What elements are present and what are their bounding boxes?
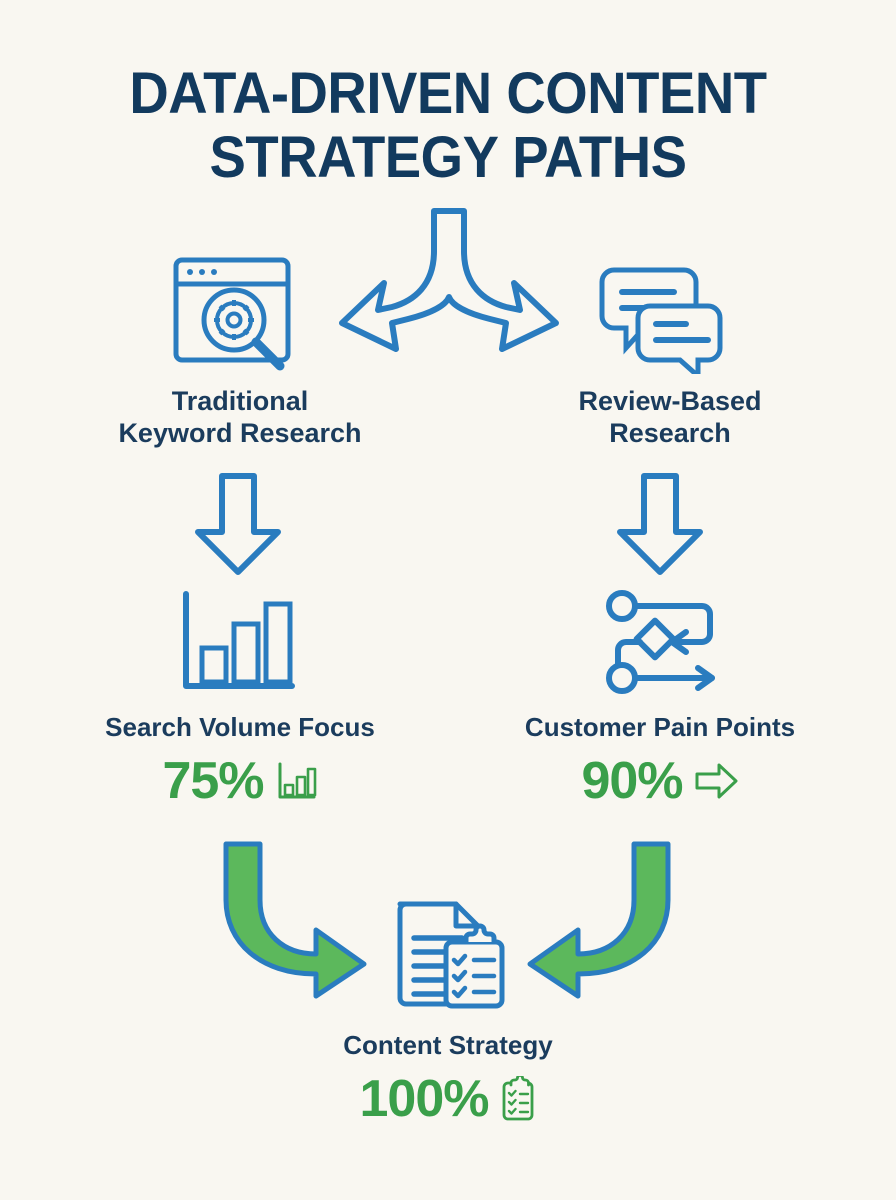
speech-bubbles-icon	[596, 258, 726, 374]
branching-split-arrow-icon: Y-shaped arrow splitting into left and r…	[334, 205, 564, 370]
branch-label-line-1: Traditional	[171, 386, 309, 416]
branch-label-traditional-keyword-research: Traditional Keyword Research	[60, 386, 420, 450]
browser-search-gear-icon	[168, 252, 304, 374]
stat-percent-value: 90%	[581, 751, 683, 810]
flowchart-icon	[600, 590, 722, 694]
outcome-percent-value: 100%	[359, 1069, 490, 1128]
page-title: DATA-DRIVEN CONTENT STRATEGY PATHS	[0, 62, 896, 190]
title-line-1: DATA-DRIVEN CONTENT	[129, 61, 767, 126]
stat-block-customer-pain-points: Customer Pain Points 90%	[460, 712, 860, 807]
curved-arrow-down-left	[524, 838, 696, 1000]
document-clipboard-checklist-icon	[388, 894, 510, 1012]
branch-label-line-2: Research	[609, 417, 731, 448]
down-arrow-icon-right	[612, 470, 708, 578]
stat-block-content-strategy: Content Strategy 100%	[248, 1030, 648, 1125]
curved-arrow-down-right	[198, 838, 370, 1000]
down-arrow-icon-left	[190, 470, 286, 578]
stat-percent-row: 90%	[460, 755, 860, 807]
bar-chart-glyph-icon	[274, 759, 318, 803]
outcome-percent-row: 100%	[248, 1073, 648, 1125]
stat-label: Search Volume Focus	[105, 712, 375, 742]
title-line-2: STRATEGY PATHS	[209, 125, 687, 190]
split-arrow-description: Y-shaped arrow splitting into left and r…	[564, 205, 565, 206]
clipboard-check-glyph-icon	[499, 1075, 537, 1122]
stat-percent-row: 75%	[40, 755, 440, 807]
right-arrow-glyph-icon	[693, 761, 739, 801]
branch-label-line-1: Review-Based	[578, 386, 762, 416]
bar-chart-icon	[176, 588, 300, 696]
stat-label: Customer Pain Points	[524, 712, 796, 742]
outcome-label: Content Strategy	[343, 1030, 553, 1060]
branch-label-line-2: Keyword Research	[118, 417, 362, 448]
branch-label-review-based-research: Review-Based Research	[500, 386, 840, 450]
stat-block-search-volume-focus: Search Volume Focus 75%	[40, 712, 440, 807]
stat-percent-value: 75%	[162, 751, 264, 810]
